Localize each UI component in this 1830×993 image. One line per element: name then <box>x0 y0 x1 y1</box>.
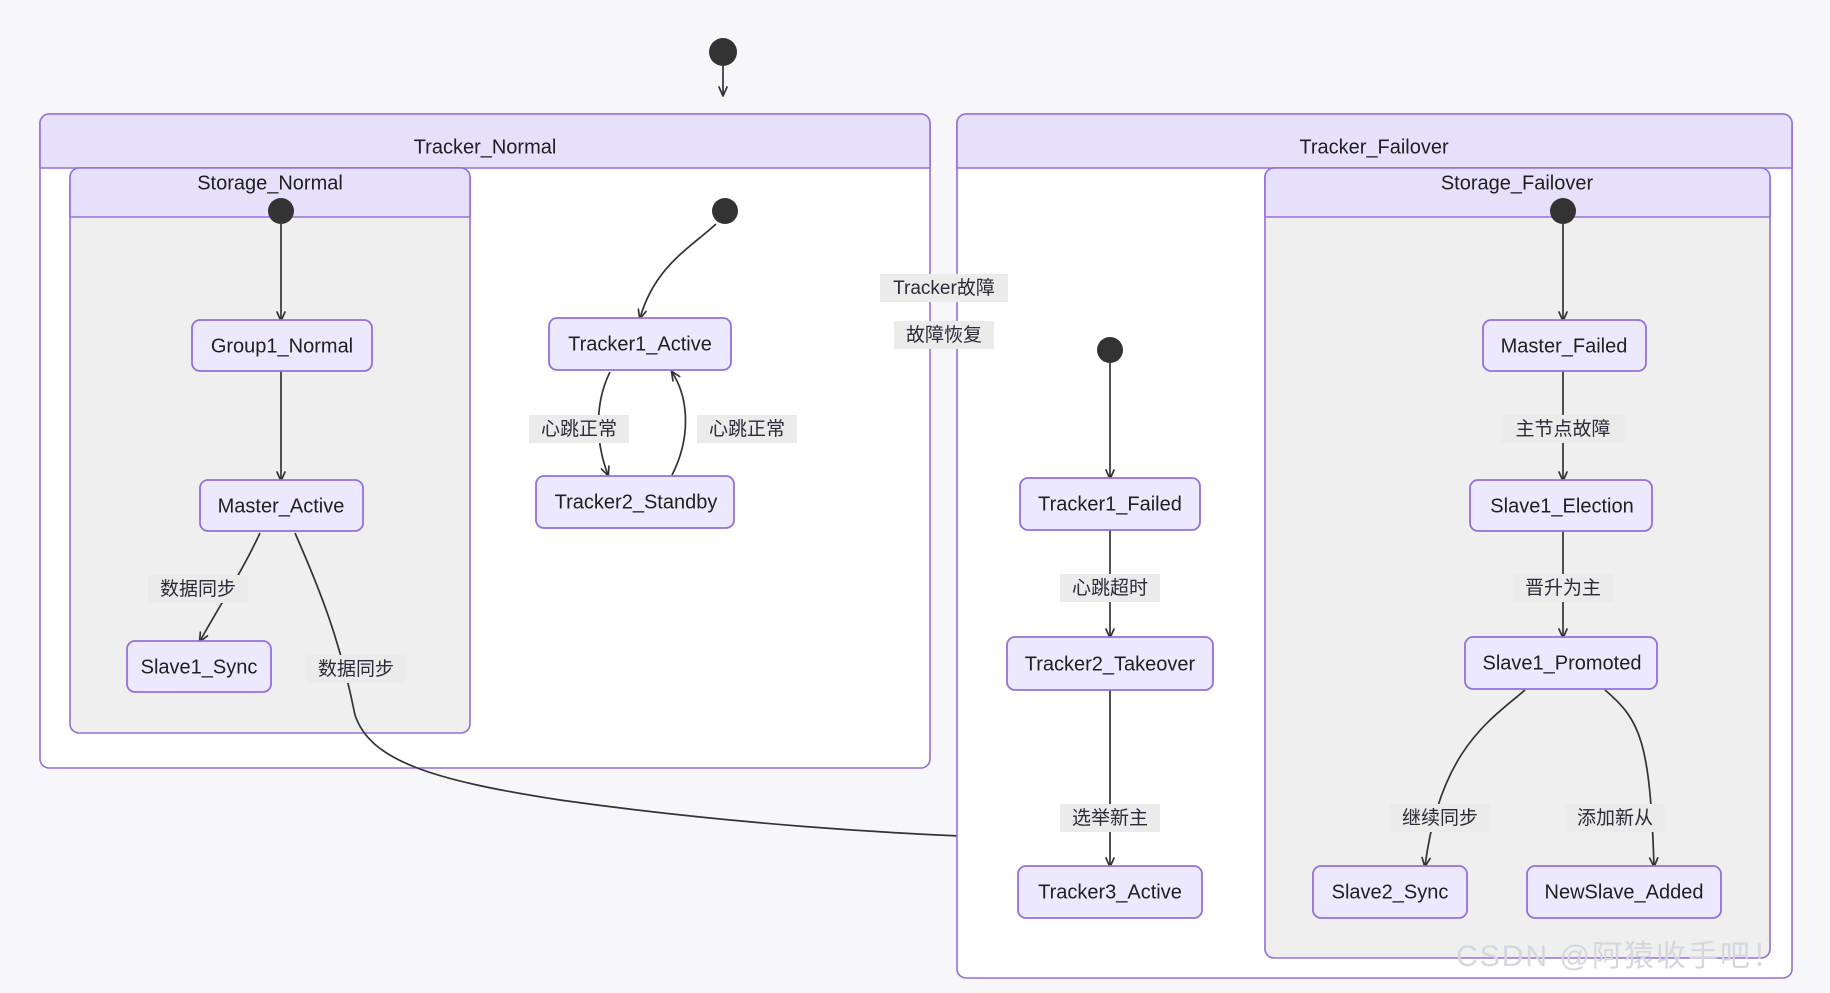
start-node-root-group <box>709 38 737 97</box>
edge-label-tracker-fault-text: Tracker故障 <box>893 277 995 299</box>
state-tracker1-active[interactable]: Tracker1_Active <box>548 317 732 371</box>
start-node-storage-failover <box>1550 198 1576 224</box>
edge-label-promote-to-master-text: 晋升为主 <box>1525 577 1601 599</box>
state-tracker2-takeover[interactable]: Tracker2_Takeover <box>1006 636 1214 691</box>
state-tracker3-active-rect <box>1017 865 1203 919</box>
edge-label-promote-to-master: 晋升为主 <box>1513 574 1613 602</box>
state-master-failed[interactable]: Master_Failed <box>1482 319 1647 372</box>
state-tracker2-takeover-rect <box>1006 636 1214 691</box>
edge-tracker2-standby-to-tracker1-active <box>670 370 687 476</box>
state-tracker1-failed[interactable]: Tracker1_Failed <box>1019 477 1201 531</box>
composite-storage-failover-title-band <box>1264 167 1771 218</box>
edge-label-heartbeat-normal-1: 心跳正常 <box>529 415 629 443</box>
composite-storage-normal-title-band <box>69 167 471 218</box>
state-slave1-promoted[interactable]: Slave1_Promoted <box>1464 636 1658 690</box>
state-group1-normal-label: Group1_Normal <box>211 335 353 357</box>
start-node-root <box>709 38 737 66</box>
edge-label-heartbeat-normal-2-text: 心跳正常 <box>709 418 785 440</box>
start-node-tracker-failover <box>1097 337 1123 363</box>
state-tracker3-active-label: Tracker3_Active <box>1038 881 1182 903</box>
state-group1-normal-rect <box>191 319 373 372</box>
composite-storage-failover[interactable]: Storage_Failover <box>1264 167 1771 959</box>
edge-label-heartbeat-normal-2: 心跳正常 <box>697 415 797 443</box>
edge-label-promote-to-master-bg <box>1513 574 1613 602</box>
state-group1-normal[interactable]: Group1_Normal <box>191 319 373 372</box>
state-tracker1-active-rect <box>548 317 732 371</box>
tracker-failover-flow <box>1097 337 1123 868</box>
state-master-failed-rect <box>1482 319 1647 372</box>
composite-tracker-normal-title: Tracker_Normal <box>414 136 557 158</box>
edge-label-continue-sync-bg <box>1390 804 1490 832</box>
edge-label-master-node-failure: 主节点故障 <box>1501 415 1625 443</box>
edge-label-add-new-slave-bg <box>1565 804 1665 832</box>
state-slave2-sync[interactable]: Slave2_Sync <box>1312 865 1468 919</box>
edge-label-heartbeat-normal-2-bg <box>697 415 797 443</box>
edge-label-tracker-fault-bg <box>880 274 1008 302</box>
state-master-active-label: Master_Active <box>218 495 345 517</box>
state-tracker2-takeover-label: Tracker2_Takeover <box>1025 653 1196 675</box>
edge-label-elect-new-master-text: 选举新主 <box>1072 807 1148 829</box>
composite-storage-failover-title: Storage_Failover <box>1441 172 1594 194</box>
edge-label-elect-new-master: 选举新主 <box>1060 804 1160 832</box>
composite-storage-failover-body <box>1264 167 1771 959</box>
state-tracker1-active-label: Tracker1_Active <box>568 333 712 355</box>
edge-label-data-sync-2-text: 数据同步 <box>318 658 394 680</box>
state-tracker2-standby-rect <box>535 475 735 529</box>
edge-label-master-node-failure-bg <box>1501 415 1625 443</box>
state-slave1-promoted-rect <box>1464 636 1658 690</box>
start-node-tracker-normal <box>712 198 738 224</box>
state-tracker1-failed-label: Tracker1_Failed <box>1038 493 1182 515</box>
edge-label-heartbeat-timeout-bg <box>1060 574 1160 602</box>
edge-label-fault-recovery-bg <box>894 321 994 349</box>
watermark: CSDN @阿猿收手吧！ <box>1456 940 1784 973</box>
edge-start-to-tracker1-active <box>637 223 717 320</box>
state-newslave-added-label: NewSlave_Added <box>1545 881 1704 903</box>
edge-label-heartbeat-timeout-text: 心跳超时 <box>1072 577 1148 599</box>
edge-label-continue-sync: 继续同步 <box>1390 804 1490 832</box>
edge-label-data-sync-2-bg <box>306 655 406 683</box>
edge-label-heartbeat-normal-1-bg <box>529 415 629 443</box>
state-slave1-election-rect <box>1469 479 1653 532</box>
state-tracker2-standby[interactable]: Tracker2_Standby <box>535 475 735 529</box>
state-slave2-sync-label: Slave2_Sync <box>1332 881 1449 903</box>
state-slave1-sync-label: Slave1_Sync <box>141 656 258 678</box>
edge-label-tracker-fault: Tracker故障 <box>880 274 1008 302</box>
edge-label-data-sync-2: 数据同步 <box>306 655 406 683</box>
composite-storage-normal-title: Storage_Normal <box>197 172 343 194</box>
edge-label-data-sync-1-bg <box>148 575 248 603</box>
state-tracker1-failed-rect <box>1019 477 1201 531</box>
state-tracker3-active[interactable]: Tracker3_Active <box>1017 865 1203 919</box>
state-master-active-rect <box>199 479 364 532</box>
edge-label-data-sync-1: 数据同步 <box>148 575 248 603</box>
state-master-failed-label: Master_Failed <box>1501 335 1628 357</box>
edge-label-heartbeat-normal-1-text: 心跳正常 <box>541 418 617 440</box>
state-slave1-election[interactable]: Slave1_Election <box>1469 479 1653 532</box>
state-slave1-sync[interactable]: Slave1_Sync <box>126 640 272 693</box>
edge-label-fault-recovery-text: 故障恢复 <box>906 324 982 346</box>
edge-label-data-sync-1-text: 数据同步 <box>160 578 236 600</box>
state-slave1-sync-rect <box>126 640 272 693</box>
composite-tracker-failover-title-band <box>956 113 1793 169</box>
edge-label-add-new-slave: 添加新从 <box>1565 804 1665 832</box>
state-slave1-election-label: Slave1_Election <box>1490 495 1633 517</box>
edge-label-fault-recovery: 故障恢复 <box>894 321 994 349</box>
start-node-storage-normal <box>268 198 294 224</box>
state-slave1-promoted-label: Slave1_Promoted <box>1483 652 1642 674</box>
state-newslave-added-rect <box>1526 865 1722 919</box>
state-tracker2-standby-label: Tracker2_Standby <box>555 491 718 513</box>
edge-label-elect-new-master-bg <box>1060 804 1160 832</box>
edge-label-add-new-slave-text: 添加新从 <box>1577 807 1653 829</box>
edge-label-master-node-failure-text: 主节点故障 <box>1515 418 1610 440</box>
composite-tracker-normal-title-band <box>39 113 931 169</box>
state-slave2-sync-rect <box>1312 865 1468 919</box>
edge-label-continue-sync-text: 继续同步 <box>1402 807 1478 829</box>
state-master-active[interactable]: Master_Active <box>199 479 364 532</box>
state-newslave-added[interactable]: NewSlave_Added <box>1526 865 1722 919</box>
edge-label-heartbeat-timeout: 心跳超时 <box>1060 574 1160 602</box>
composite-tracker-failover-title: Tracker_Failover <box>1299 136 1449 158</box>
